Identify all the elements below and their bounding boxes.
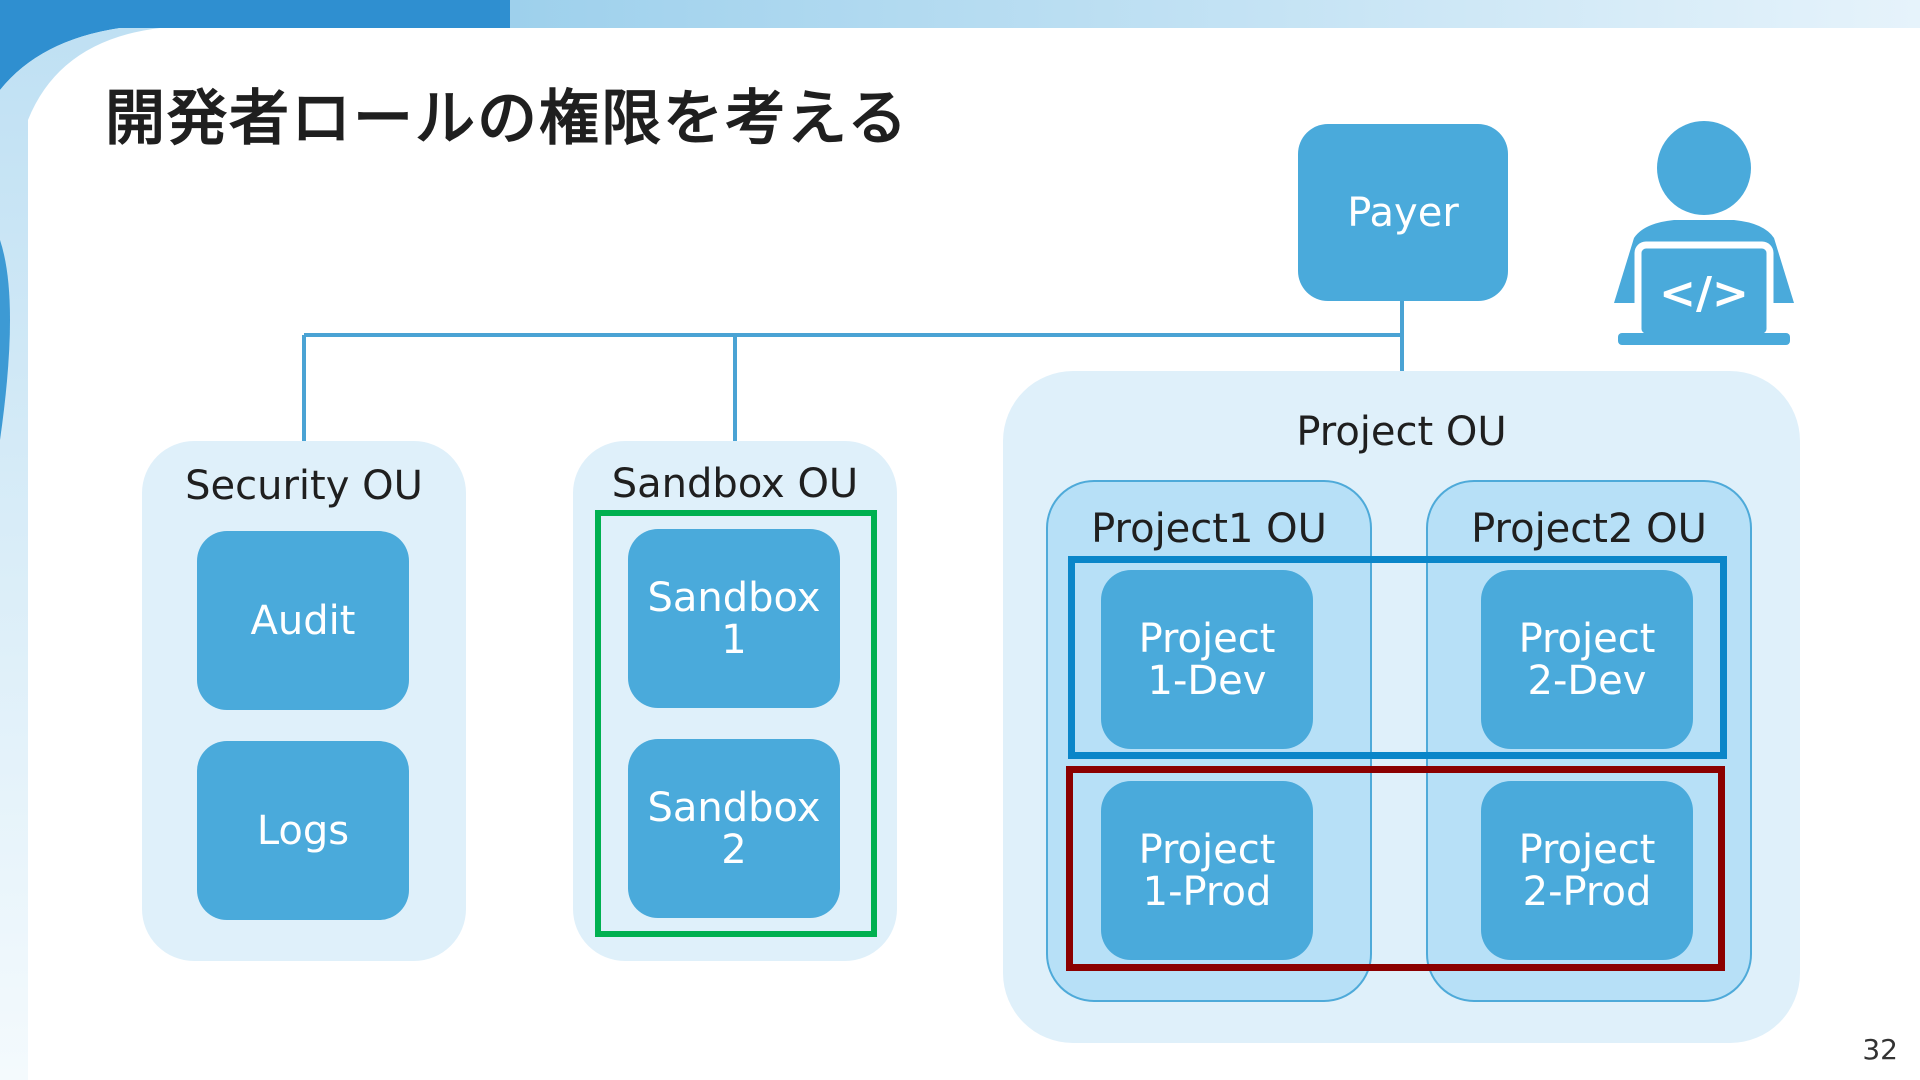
account-project1-prod-label: Project 1-Prod xyxy=(1138,826,1276,915)
project2-ou-label: Project2 OU xyxy=(1471,506,1707,552)
sandbox-ou-label: Sandbox OU xyxy=(611,461,859,507)
page-number: 32 xyxy=(1862,1033,1898,1066)
prod-permission-highlight xyxy=(1066,766,1725,971)
project1-ou-label: Project1 OU xyxy=(1091,506,1327,552)
payer-account[interactable]: Payer xyxy=(1298,124,1508,301)
account-project1-prod[interactable]: Project 1-Prod xyxy=(1101,781,1313,960)
account-project2-prod[interactable]: Project 2-Prod xyxy=(1481,781,1693,960)
account-sandbox-1-label: Sandbox 1 xyxy=(647,574,821,663)
sandbox-permission-highlight xyxy=(595,510,877,937)
security-ou-label: Security OU xyxy=(185,463,423,509)
payer-label: Payer xyxy=(1347,189,1459,236)
account-sandbox-2-label: Sandbox 2 xyxy=(647,784,821,873)
account-sandbox-1[interactable]: Sandbox 1 xyxy=(628,529,840,708)
account-logs-label: Logs xyxy=(256,807,350,854)
project-ou-label: Project OU xyxy=(1296,409,1507,455)
account-project2-dev-label: Project 2-Dev xyxy=(1518,615,1656,704)
account-sandbox-2[interactable]: Sandbox 2 xyxy=(628,739,840,918)
dev-permission-highlight xyxy=(1068,556,1727,759)
account-audit[interactable]: Audit xyxy=(197,531,409,710)
account-logs[interactable]: Logs xyxy=(197,741,409,920)
account-project2-prod-label: Project 2-Prod xyxy=(1518,826,1656,915)
account-project1-dev[interactable]: Project 1-Dev xyxy=(1101,570,1313,749)
slide-title: 開発者ロールの権限を考える xyxy=(105,84,910,154)
account-project2-dev[interactable]: Project 2-Dev xyxy=(1481,570,1693,749)
developer-laptop-icon: </> xyxy=(1614,121,1794,345)
account-audit-label: Audit xyxy=(250,597,356,644)
account-project1-dev-label: Project 1-Dev xyxy=(1138,615,1276,704)
svg-text:</>: </> xyxy=(1659,268,1749,319)
